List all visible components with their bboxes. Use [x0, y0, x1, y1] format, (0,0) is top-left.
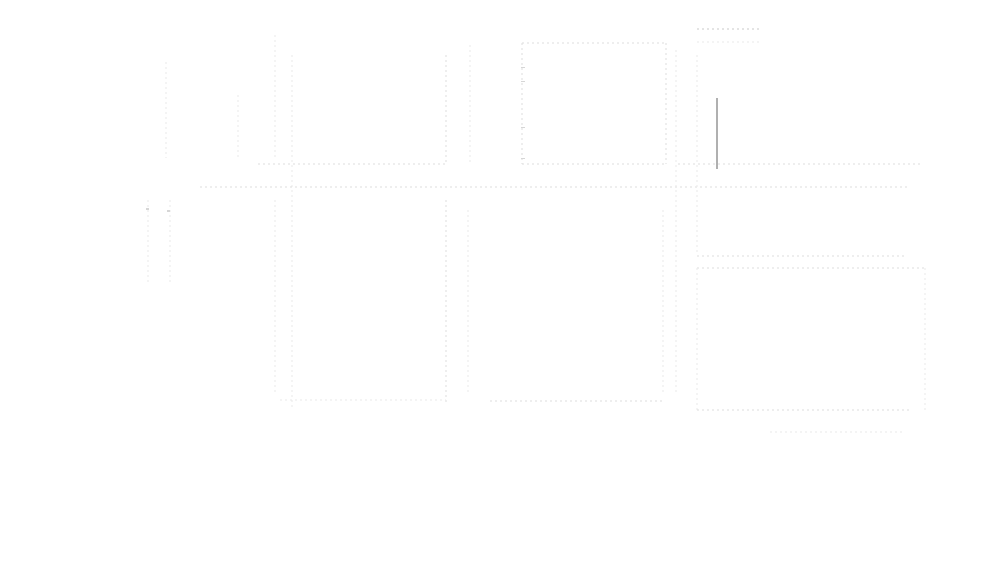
upper-box-marker — [521, 158, 525, 159]
upper-box-marker — [521, 81, 525, 82]
left-marker — [146, 208, 149, 210]
upper-box-marker — [521, 127, 525, 128]
left-marker — [167, 210, 170, 212]
upper-box-marker — [521, 67, 525, 68]
